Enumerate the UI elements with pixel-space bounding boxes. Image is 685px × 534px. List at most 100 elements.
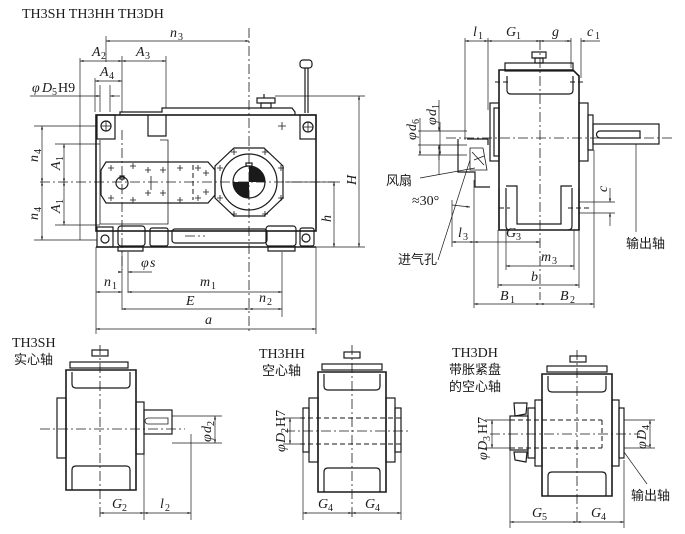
svg-text:φ: φ	[425, 117, 440, 125]
svg-text:φ: φ	[635, 441, 650, 449]
variant-model: TH3DH	[452, 346, 498, 361]
svg-text:a: a	[205, 313, 212, 328]
svg-text:l: l	[160, 497, 164, 512]
dim-D4: φD4	[635, 425, 652, 449]
angle-label: ≈30°	[412, 194, 439, 209]
svg-text:6: 6	[411, 119, 422, 124]
svg-text:2: 2	[122, 503, 127, 514]
svg-text:4: 4	[109, 71, 114, 82]
svg-text:2: 2	[267, 297, 272, 308]
svg-text:A: A	[99, 65, 109, 80]
svg-text:n: n	[170, 26, 177, 41]
variant-model: TH3SH	[12, 336, 56, 351]
svg-text:3: 3	[552, 256, 557, 267]
dim-d2: φd2	[200, 421, 217, 442]
svg-text:4: 4	[33, 149, 44, 154]
svg-text:d: d	[405, 123, 420, 131]
svg-text:n: n	[27, 155, 42, 162]
svg-text:G: G	[591, 506, 601, 521]
svg-text:3: 3	[516, 232, 521, 243]
svg-text:B: B	[500, 289, 509, 304]
dim-n4-top: n4	[27, 149, 44, 162]
svg-text:2: 2	[101, 51, 106, 62]
svg-text:3: 3	[482, 436, 493, 441]
output-shaft-label: 输出轴	[626, 236, 665, 252]
svg-text:s: s	[150, 256, 156, 271]
air-inlet-label: 进气孔	[398, 252, 437, 268]
svg-text:D: D	[274, 433, 289, 444]
dim-g: g	[552, 25, 559, 40]
svg-text:1: 1	[112, 281, 117, 292]
lug-top-left	[96, 114, 116, 140]
fan-leader	[419, 167, 476, 179]
foot-lug-left	[96, 226, 114, 248]
svg-text:1: 1	[516, 31, 521, 42]
svg-text:φ: φ	[274, 444, 289, 452]
breather-icon	[531, 51, 547, 59]
svg-text:1: 1	[211, 281, 216, 292]
svg-text:φ: φ	[200, 434, 215, 442]
fan-housing	[457, 139, 490, 188]
input-plate	[100, 161, 216, 204]
dim-n4-bottom: n4	[27, 207, 44, 220]
lug-top-right	[299, 114, 317, 140]
dim-d5h9: φ D 5 H9	[32, 81, 75, 98]
svg-text:A: A	[49, 161, 64, 171]
svg-text:2: 2	[280, 428, 291, 433]
svg-text:1: 1	[478, 31, 483, 42]
svg-text:3: 3	[145, 51, 150, 62]
svg-text:4: 4	[328, 503, 333, 514]
svg-text:A: A	[135, 45, 145, 60]
svg-text:5: 5	[52, 87, 57, 98]
variant-desc: 实心轴	[14, 353, 53, 368]
output-flange	[214, 147, 284, 217]
svg-text:3: 3	[463, 232, 468, 243]
svg-text:B: B	[560, 289, 569, 304]
dim-a1-top: A1	[49, 156, 66, 171]
svg-text:1: 1	[55, 156, 66, 161]
svg-text:4: 4	[641, 425, 652, 430]
svg-text:1: 1	[431, 104, 442, 109]
svg-text:c: c	[596, 185, 611, 192]
dim-a1-bottom: A1	[49, 199, 66, 214]
svg-text:H7: H7	[476, 417, 491, 434]
svg-text:4: 4	[601, 512, 606, 523]
svg-text:D: D	[635, 430, 650, 441]
svg-text:1: 1	[510, 295, 515, 306]
svg-text:H7: H7	[274, 410, 289, 427]
bolt-marks	[108, 163, 209, 203]
dim-E: E	[185, 294, 195, 309]
output-shaft-label: 输出轴	[631, 488, 670, 504]
dim-c: c	[596, 185, 611, 192]
dim-b: b	[531, 270, 538, 285]
svg-text:d: d	[200, 425, 215, 433]
svg-text:h: h	[320, 215, 335, 222]
svg-text:φ: φ	[405, 132, 420, 140]
svg-text:φ: φ	[476, 452, 491, 460]
variant-desc-line2: 的空心轴	[449, 379, 501, 395]
svg-text:2: 2	[165, 503, 170, 514]
variant-desc-line1: 带胀紧盘	[449, 362, 501, 378]
front-view: n3 A2 A3 A4 φ D 5 H9 n4 n4 A1 A1	[27, 26, 365, 334]
svg-text:D: D	[476, 441, 491, 452]
svg-text:m: m	[200, 275, 210, 290]
svg-text:4: 4	[375, 503, 380, 514]
variant-model: TH3HH	[259, 347, 305, 362]
svg-text:c: c	[587, 25, 594, 40]
svg-text:3: 3	[178, 32, 183, 43]
svg-text:G: G	[506, 226, 516, 241]
